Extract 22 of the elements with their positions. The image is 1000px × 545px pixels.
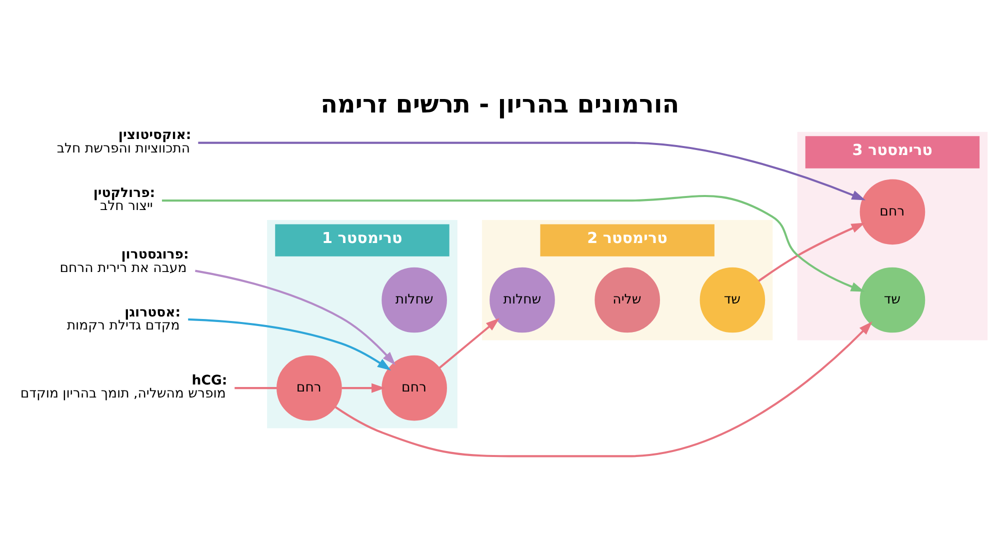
arrow [195,269,396,365]
node-circle: שד [860,266,926,332]
arrow [198,141,866,200]
node-circle: רחם [382,354,447,420]
node-circle: רחם [860,178,926,244]
arrow [162,194,865,292]
node-circle: שליה [594,266,660,332]
arrow [188,318,392,370]
arrow [438,318,500,368]
node-circle: שד [700,266,766,332]
diagram-title: הורמונים בהריון - תרשים זרימה [320,88,680,118]
node-circle: רחם [276,354,342,420]
node-text: אוקסיטוצין: התכווציות והפרשת חלב [56,128,192,156]
node-circle: שחלות [382,266,447,332]
node-text: פרולקטין: ייצור חלב [93,185,156,214]
arrow [334,320,872,457]
node-circle: שחלות [490,266,555,332]
connector [234,386,277,389]
node-text: אסטרוגן: מקדם גדילת רקמות [66,304,181,334]
node-text: פרוגסטרון: מעבה את רירית הרחם [60,247,189,276]
arrow [758,222,866,282]
arrow [342,382,386,392]
